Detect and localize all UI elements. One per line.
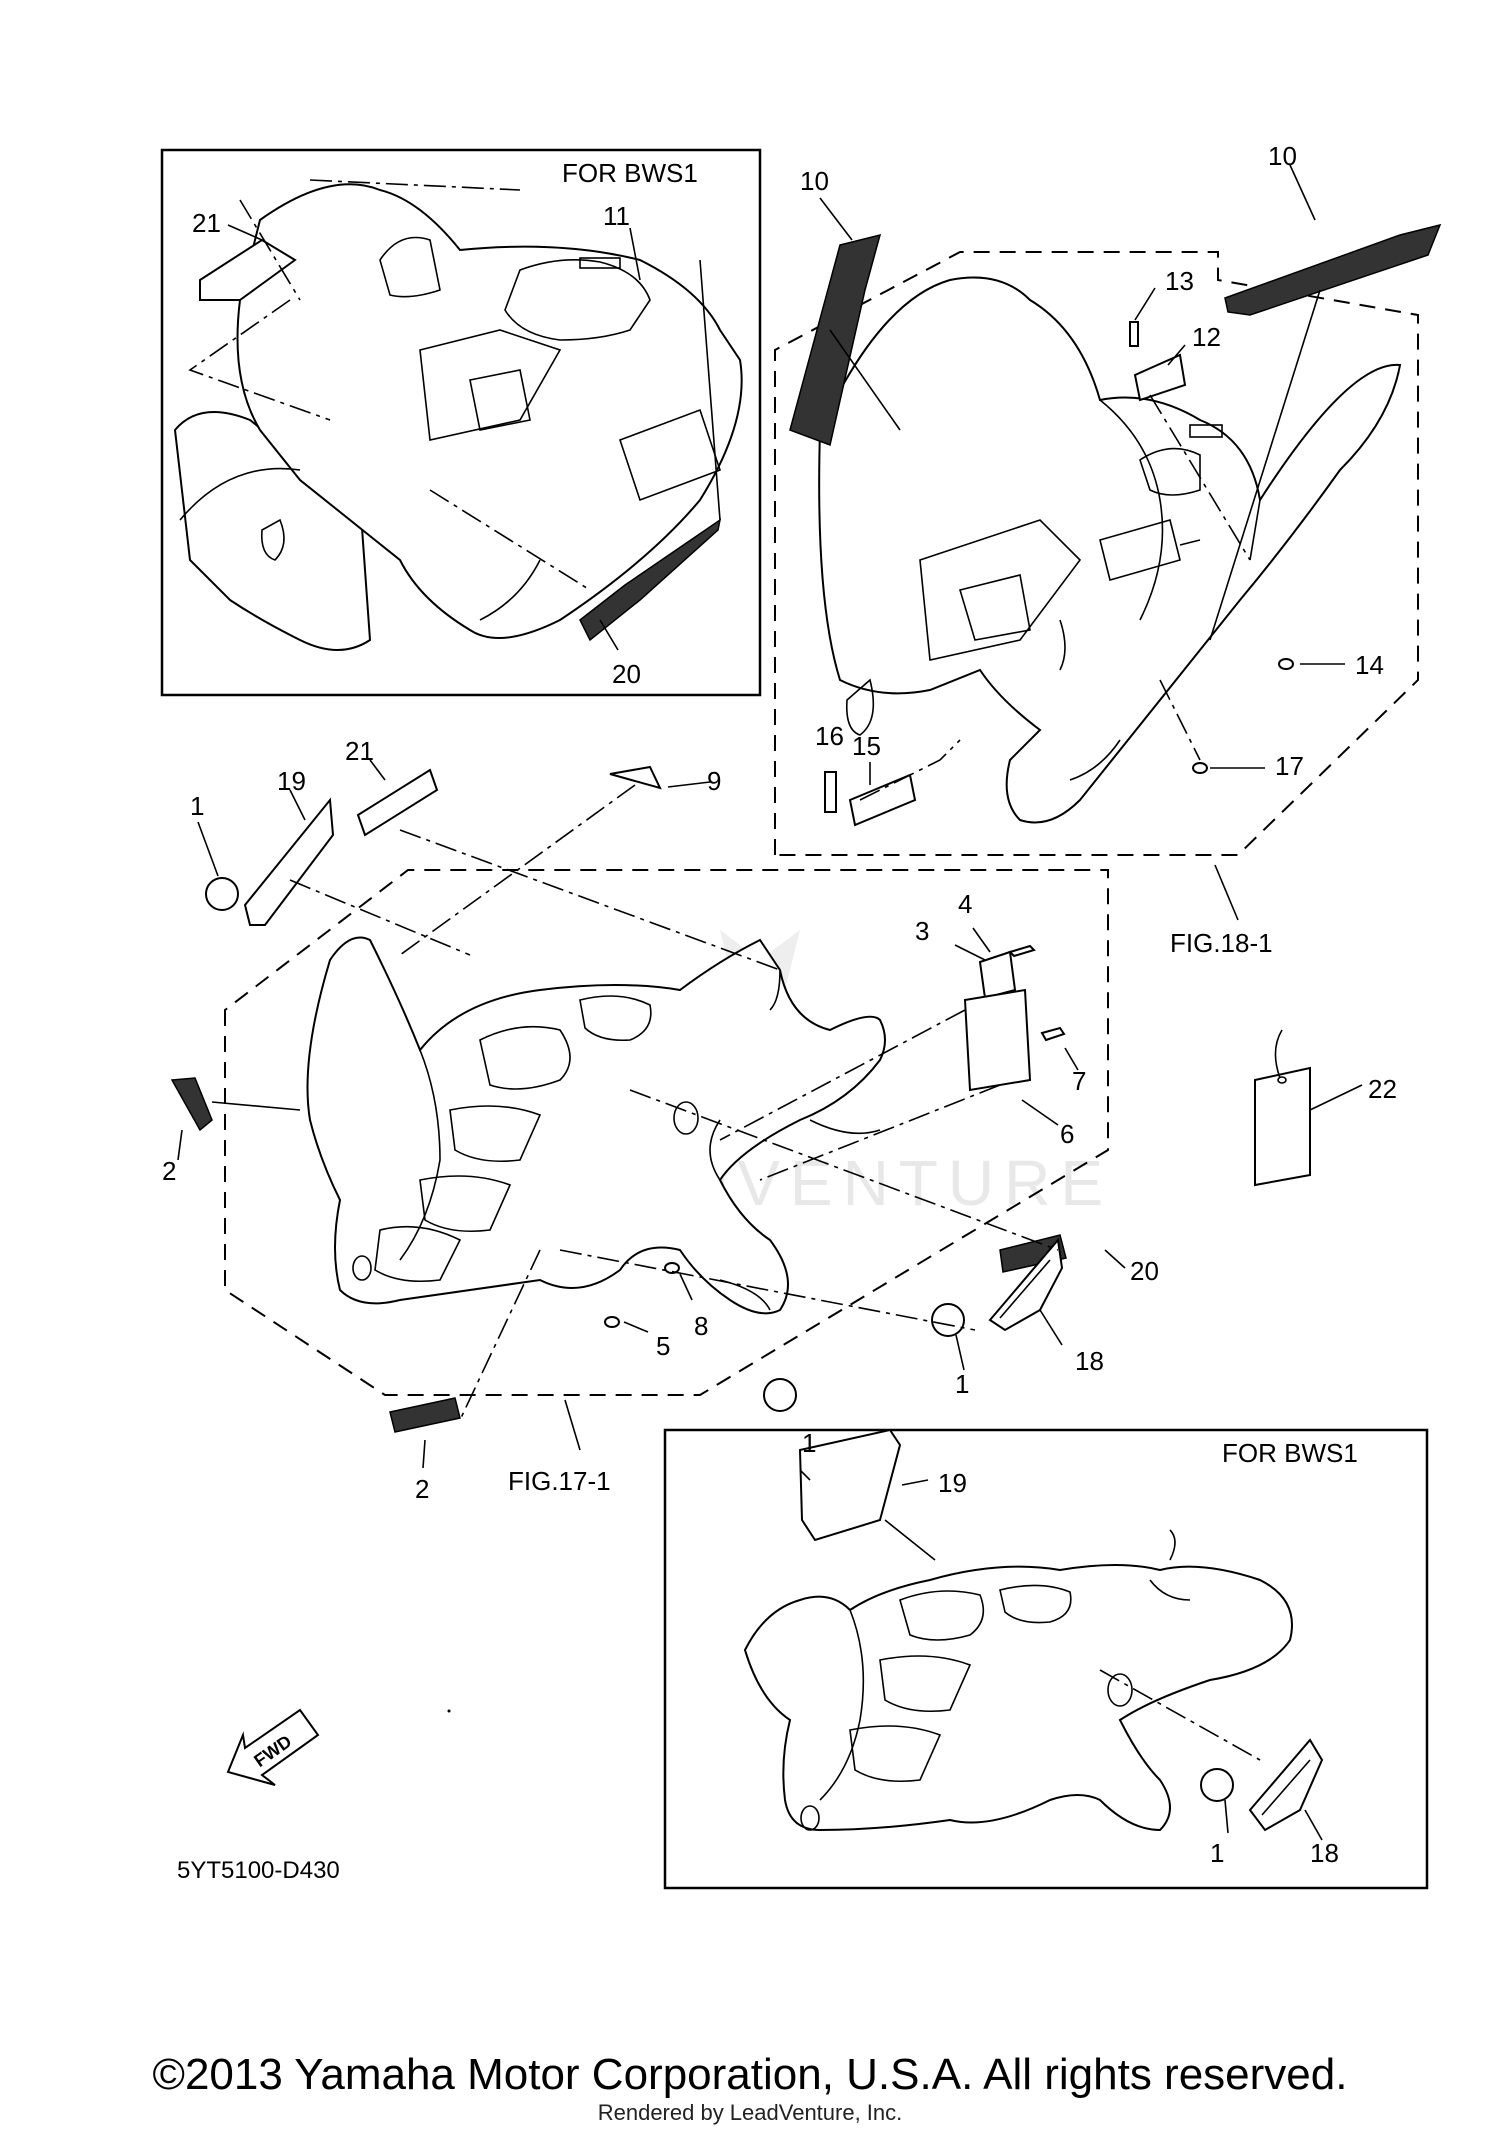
callout-3: 3: [915, 916, 929, 946]
dot-mark: [447, 1709, 451, 1713]
part-13: [1129, 321, 1139, 347]
callout-20-main: 20: [1130, 1256, 1159, 1286]
callout-17: 17: [1275, 751, 1304, 781]
copyright: ©2013 Yamaha Motor Corporation, U.S.A. A…: [152, 2050, 1348, 2099]
fig17-label: FIG.17-1: [508, 1466, 611, 1496]
rear-body-sketch-bws: [173, 183, 743, 651]
part-12: [1133, 353, 1187, 402]
fig18-label: FIG.18-1: [1170, 928, 1273, 958]
callout-10-left: 10: [800, 166, 829, 196]
diagram-code: 5YT5100-D430: [177, 1857, 340, 1884]
callout-18-bws: 18: [1310, 1838, 1339, 1868]
part-1-upper: [205, 877, 239, 911]
callout-4: 4: [958, 889, 972, 919]
callout-11: 11: [603, 201, 630, 231]
callout-20: 20: [612, 659, 641, 689]
part-22-group: 22: [1254, 1029, 1397, 1187]
part-1-lower: [931, 1303, 965, 1337]
part-8: [664, 1262, 680, 1274]
decal-18-bws: [1248, 1738, 1324, 1832]
callout-2-upper: 2: [162, 1156, 176, 1186]
part-6: [963, 988, 1032, 1092]
decal-20: [999, 1234, 1067, 1273]
callout-12: 12: [1192, 322, 1221, 352]
part-5: [604, 1316, 620, 1328]
callout-8: 8: [694, 1311, 708, 1341]
callout-14: 14: [1355, 650, 1384, 680]
part-4: [1008, 944, 1036, 958]
box-top-left-title: FOR BWS1: [562, 158, 698, 188]
part-17: [1192, 762, 1208, 774]
box-bottom-right-frame: [663, 1428, 1429, 1890]
callout-1-bws: 1: [802, 1428, 816, 1458]
decal-10-left: [789, 233, 882, 447]
rear-fender-group: 10 10 13 12 14 17 16 15 FIG.18-1: [774, 141, 1442, 958]
fig17-dashed-outline: [224, 869, 1109, 1396]
part-1-bws-upper: [763, 1378, 797, 1412]
decal-20-bws: [579, 518, 722, 642]
callout-7: 7: [1072, 1066, 1086, 1096]
callout-1-upper: 1: [190, 791, 204, 821]
callout-13: 13: [1165, 266, 1194, 296]
callout-19: 19: [277, 766, 306, 796]
callout-1-bws-lower: 1: [1210, 1838, 1224, 1868]
callout-16: 16: [815, 721, 844, 751]
callout-19-bws: 19: [938, 1468, 967, 1498]
part-22: [1254, 1066, 1311, 1187]
part-15: [848, 773, 917, 827]
box-bottom-right-title: FOR BWS1: [1222, 1438, 1358, 1468]
fwd-arrow: FWD 5YT5100-D430: [177, 1708, 340, 1884]
callout-5: 5: [656, 1331, 670, 1361]
part-1-bws-lower: [1200, 1768, 1234, 1802]
box-top-left: FOR BWS1 21 11 20: [160, 148, 762, 697]
callout-6: 6: [1060, 1119, 1074, 1149]
callout-22: 22: [1368, 1074, 1397, 1104]
render-note: Rendered by LeadVenture, Inc.: [597, 2100, 903, 2125]
part-16: [824, 771, 837, 813]
part-14: [1278, 658, 1294, 670]
callout-1-lower: 1: [955, 1369, 969, 1399]
decal-2-lower: [389, 1397, 461, 1433]
callout-10-right: 10: [1268, 141, 1297, 171]
callout-18-main: 18: [1075, 1346, 1104, 1376]
part-3: [978, 950, 1017, 1000]
callout-2-lower: 2: [415, 1474, 429, 1504]
callout-15: 15: [852, 731, 881, 761]
callout-21-main: 21: [345, 736, 374, 766]
decal-21-bws: [199, 238, 297, 301]
decal-19-bws: [798, 1428, 902, 1542]
decal-21: [356, 768, 439, 837]
decal-9: [609, 765, 662, 790]
decal-2-upper: [170, 1077, 213, 1132]
callout-21: 21: [192, 208, 221, 238]
box-bottom-right: FOR BWS1 1 19 1 18: [663, 1378, 1429, 1890]
part-7: [1040, 1026, 1066, 1042]
decal-10-right: [1224, 223, 1442, 316]
front-fender-group: 1 19 21 9 4 3 7 6 2 20 5 8 18 1 2 FIG.17…: [162, 736, 1159, 1504]
decal-19: [243, 797, 335, 926]
box-top-left-frame: [160, 148, 762, 697]
callout-9: 9: [707, 766, 721, 796]
